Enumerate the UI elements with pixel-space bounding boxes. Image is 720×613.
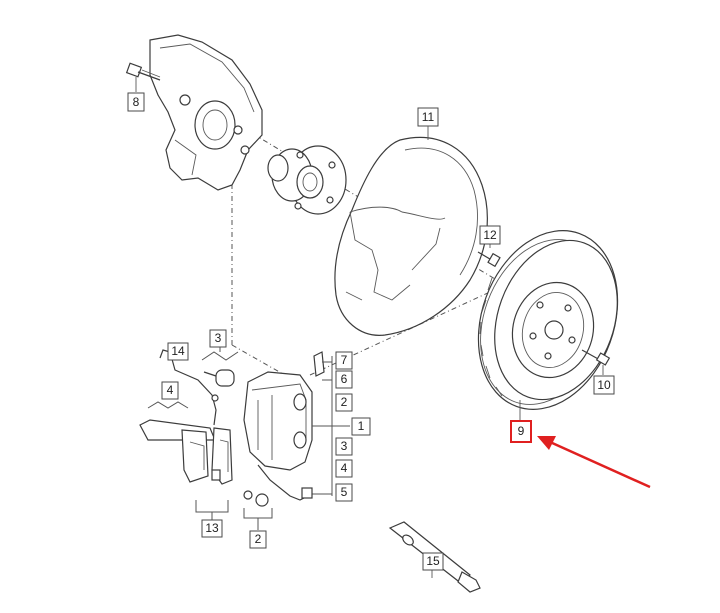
callout-8: 8 [127,92,145,112]
svg-text:15: 15 [426,554,440,568]
callout-13: 13 [201,519,223,538]
brake-caliper [203,351,325,471]
svg-text:14: 14 [171,344,185,358]
callout-9: 9 [510,420,532,443]
callout-4-left: 4 [161,381,179,400]
caliper-callout-bracket [310,356,350,496]
steering-knuckle [149,34,263,191]
svg-text:9: 9 [518,424,525,438]
svg-text:10: 10 [597,378,611,392]
wheel-hub [267,145,347,215]
svg-text:5: 5 [341,485,348,499]
svg-text:4: 4 [167,383,174,397]
callout-5: 5 [335,483,353,502]
svg-text:8: 8 [133,95,140,109]
svg-text:11: 11 [422,110,435,124]
brake-pads [139,419,269,507]
svg-text:3: 3 [341,439,348,453]
svg-text:2: 2 [255,532,262,546]
callout-3-top: 3 [209,329,227,348]
brake-disc [477,230,619,420]
callout-12: 12 [479,225,501,245]
callout-11: 11 [417,107,439,140]
svg-text:4: 4 [341,461,348,475]
callout-3-right: 3 [335,437,353,456]
callout-2-bottom: 2 [249,530,267,549]
svg-text:6: 6 [341,372,348,386]
screw-10 [581,349,611,375]
brake-hose [257,464,313,501]
svg-text:3: 3 [215,331,222,345]
callout-14: 14 [167,342,189,361]
svg-text:7: 7 [341,353,348,367]
svg-text:13: 13 [205,521,219,535]
callout-15: 15 [422,552,444,571]
arrow-pointer-icon [537,436,651,489]
svg-text:2: 2 [341,395,348,409]
svg-text:12: 12 [483,228,497,242]
callout-1: 1 [351,417,371,436]
callout-2-right: 2 [335,393,353,412]
brake-splash-shield [334,136,488,336]
callout-7: 7 [335,351,353,370]
wear-sensor [159,349,219,426]
pads-callout-bracket [147,345,273,530]
callout-4-right: 4 [335,459,353,478]
bolt-8 [125,62,161,92]
callout-10: 10 [593,375,615,395]
callout-6: 6 [335,370,353,389]
svg-text:1: 1 [358,419,365,433]
